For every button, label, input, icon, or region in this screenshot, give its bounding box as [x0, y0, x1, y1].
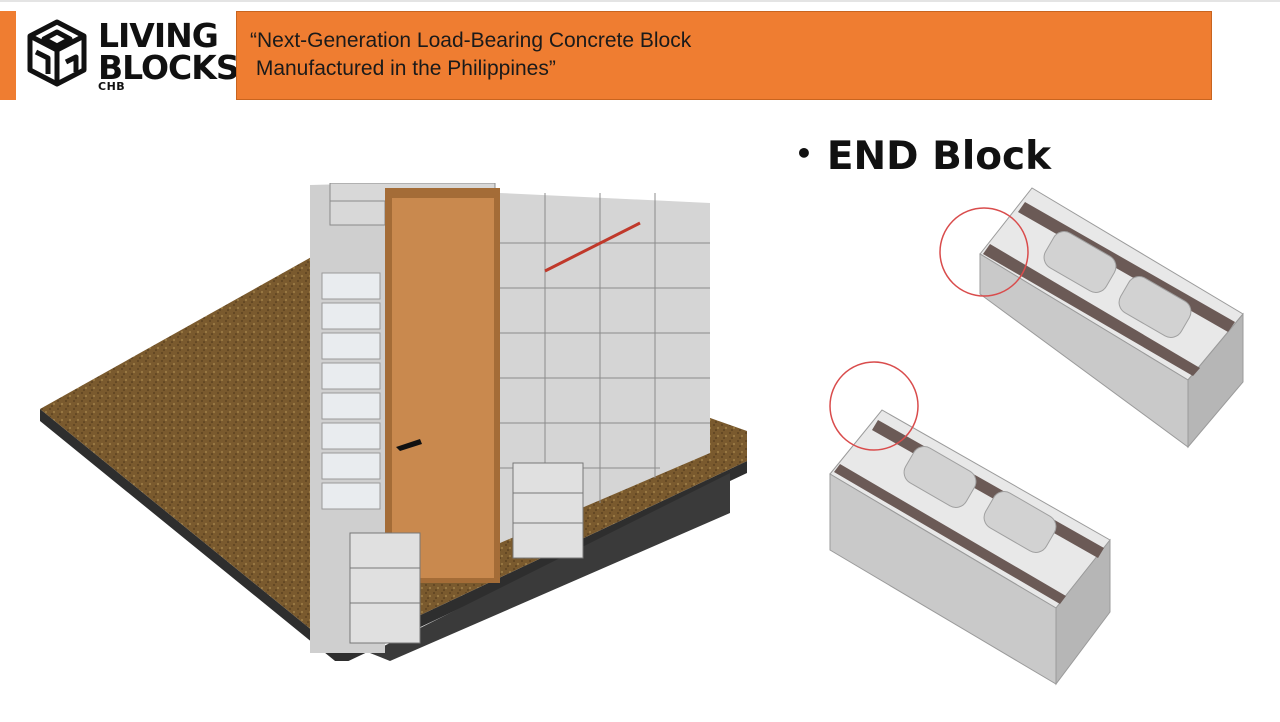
- top-border: [0, 0, 1280, 2]
- bullet-point: •: [795, 137, 813, 170]
- stacked-blocks-right: [512, 462, 584, 559]
- tagline-banner: “Next-Generation Load-Bearing Concrete B…: [236, 11, 1212, 100]
- cube-house-logo-icon: [27, 19, 87, 87]
- door-leaf: [392, 198, 494, 578]
- rebar-line: [544, 221, 641, 273]
- brand-line-2: BLOCKS: [98, 48, 240, 87]
- stacked-blocks-left: [349, 532, 421, 644]
- end-block-upper: [979, 187, 1244, 449]
- wall-assembly-render: [40, 183, 747, 661]
- door-handle-icon: [396, 439, 422, 451]
- tagline-line-2: Manufactured in the Philippines”: [250, 57, 556, 80]
- brand-line-3: CHB: [98, 80, 126, 93]
- section-heading: • END Block: [795, 134, 1051, 179]
- slab-edge: [40, 409, 747, 661]
- wall-right-section: [500, 193, 710, 543]
- red-circle-highlight-icon: [939, 207, 1029, 297]
- glass-block-column: [321, 272, 381, 510]
- section-title: END Block: [826, 134, 1052, 179]
- tagline-line-1: “Next-Generation Load-Bearing Concrete B…: [250, 29, 692, 52]
- footing-beam: [370, 473, 730, 661]
- brand-logo: LIVING BLOCKS CHB: [26, 16, 240, 98]
- end-block-render: [829, 187, 1244, 686]
- end-block-lower: [829, 409, 1111, 686]
- left-accent-bar: [0, 11, 16, 100]
- brand-line-1: LIVING: [98, 16, 219, 55]
- right-block-grid: [500, 193, 710, 523]
- red-circle-highlight-icon: [829, 361, 919, 451]
